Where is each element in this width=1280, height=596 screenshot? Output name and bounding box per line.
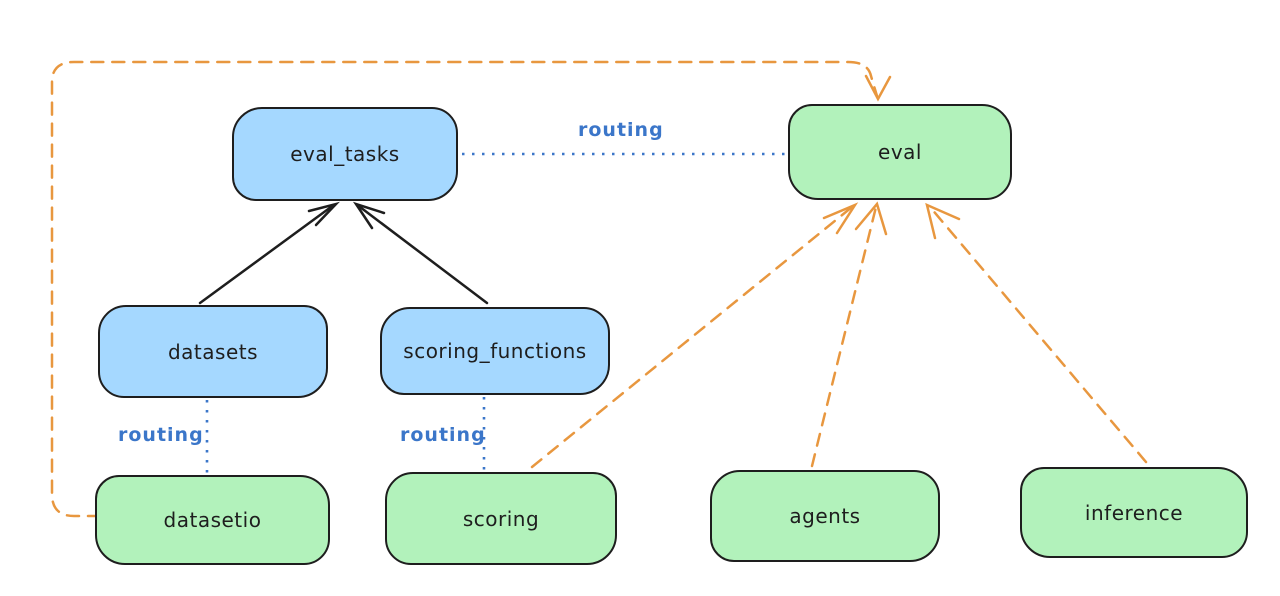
edge-label-routing-scoring: routing: [400, 424, 486, 446]
node-inference: inference: [1020, 467, 1248, 558]
node-scoring-functions: scoring_functions: [380, 307, 610, 395]
node-scoring-label: scoring: [462, 506, 540, 531]
arrowhead-scoring-to-eval: [822, 202, 859, 235]
edge-inference-to-eval: [928, 205, 1148, 464]
edge-datasetio-to-eval: [50, 60, 879, 518]
node-eval-tasks-label: eval_tasks: [290, 142, 400, 166]
edge-label-routing-top: routing: [578, 119, 664, 141]
edge-agents-to-eval: [810, 205, 878, 468]
node-scoring-functions-label: scoring_functions: [403, 339, 587, 363]
node-agents: agents: [710, 470, 940, 562]
arrowhead-scoring-functions-to-eval-tasks: [352, 201, 386, 230]
arrowhead-inference-to-eval: [925, 202, 961, 240]
node-agents-label: agents: [789, 504, 861, 528]
node-datasetio: datasetio: [95, 475, 330, 565]
arrowhead-datasets-to-eval-tasks: [307, 201, 340, 227]
node-scoring: scoring: [385, 472, 617, 565]
node-datasets: datasets: [98, 305, 328, 398]
arrowhead-datasetio-to-eval: [864, 74, 892, 102]
edge-label-routing-datasets: routing: [118, 424, 204, 446]
edge-scoring-functions-to-eval-tasks: [358, 205, 489, 305]
node-inference-label: inference: [1084, 500, 1184, 525]
edge-datasets-to-eval-tasks: [198, 205, 333, 305]
node-eval-label: eval: [878, 140, 922, 164]
node-datasetio-label: datasetio: [163, 508, 262, 532]
node-datasets-label: datasets: [167, 339, 259, 364]
arrowhead-agents-to-eval: [854, 201, 888, 236]
node-eval: eval: [788, 104, 1012, 200]
node-eval-tasks: eval_tasks: [232, 107, 458, 201]
